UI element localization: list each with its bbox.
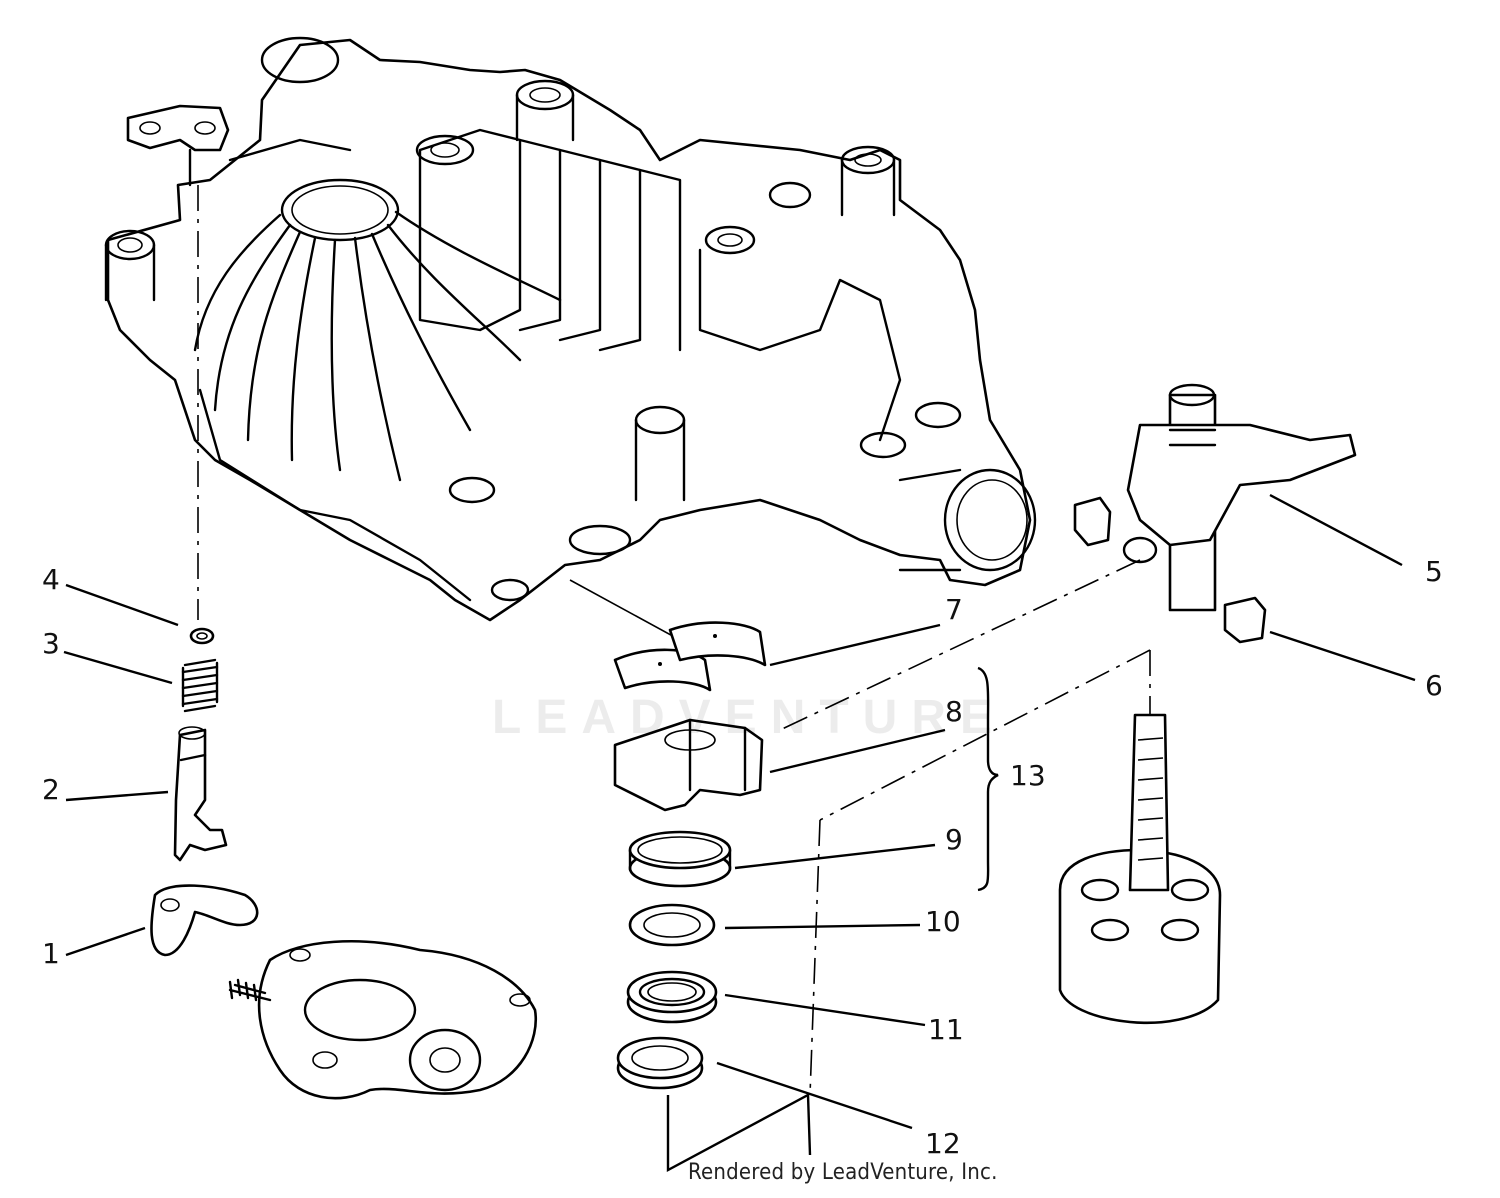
part-1-fork [150,884,259,957]
group-bracket [666,1093,812,1173]
part-8-swashplate [613,718,764,812]
callout-1: 1 [42,937,60,970]
callout-8: 8 [945,695,963,728]
part-3-spring [181,658,219,713]
lever-arm-top [126,104,230,187]
footer-credit: Rendered by LeadVenture, Inc. [688,1160,998,1185]
charge-pump-assembly [228,939,538,1100]
part-6-block [1223,596,1267,644]
callout-3: 3 [42,627,60,660]
callout-6: 6 [1425,669,1443,702]
leader-lines [63,493,1416,1130]
centerline-vertical [809,819,821,1096]
part-12-race [616,1036,704,1090]
callout-10: 10 [925,905,961,938]
guide-line [569,579,681,641]
callout-9: 9 [945,823,963,856]
watermark-text: LEADVENTURE [492,691,1007,744]
bearing-cap [1073,496,1112,547]
callout-7: 7 [945,593,963,626]
part-2-shaft [173,726,228,862]
part-11-thrust-bearing [626,970,718,1024]
callout-4: 4 [42,563,60,596]
centerline-center [819,649,1151,821]
brace-13 [977,666,999,892]
callout-2: 2 [42,773,60,806]
motor-assembly [1058,650,1222,1025]
callout-11: 11 [928,1013,964,1046]
transaxle-housing [104,36,1037,622]
callout-13: 13 [1010,759,1046,792]
callout-5: 5 [1425,555,1443,588]
callout-12: 12 [925,1127,961,1160]
part-4-washer [189,627,215,645]
part-10-washer [628,903,716,947]
part-9-ring [628,830,732,888]
part-7-bearing-halves [613,621,767,692]
part-5-control-arm [779,383,1357,731]
